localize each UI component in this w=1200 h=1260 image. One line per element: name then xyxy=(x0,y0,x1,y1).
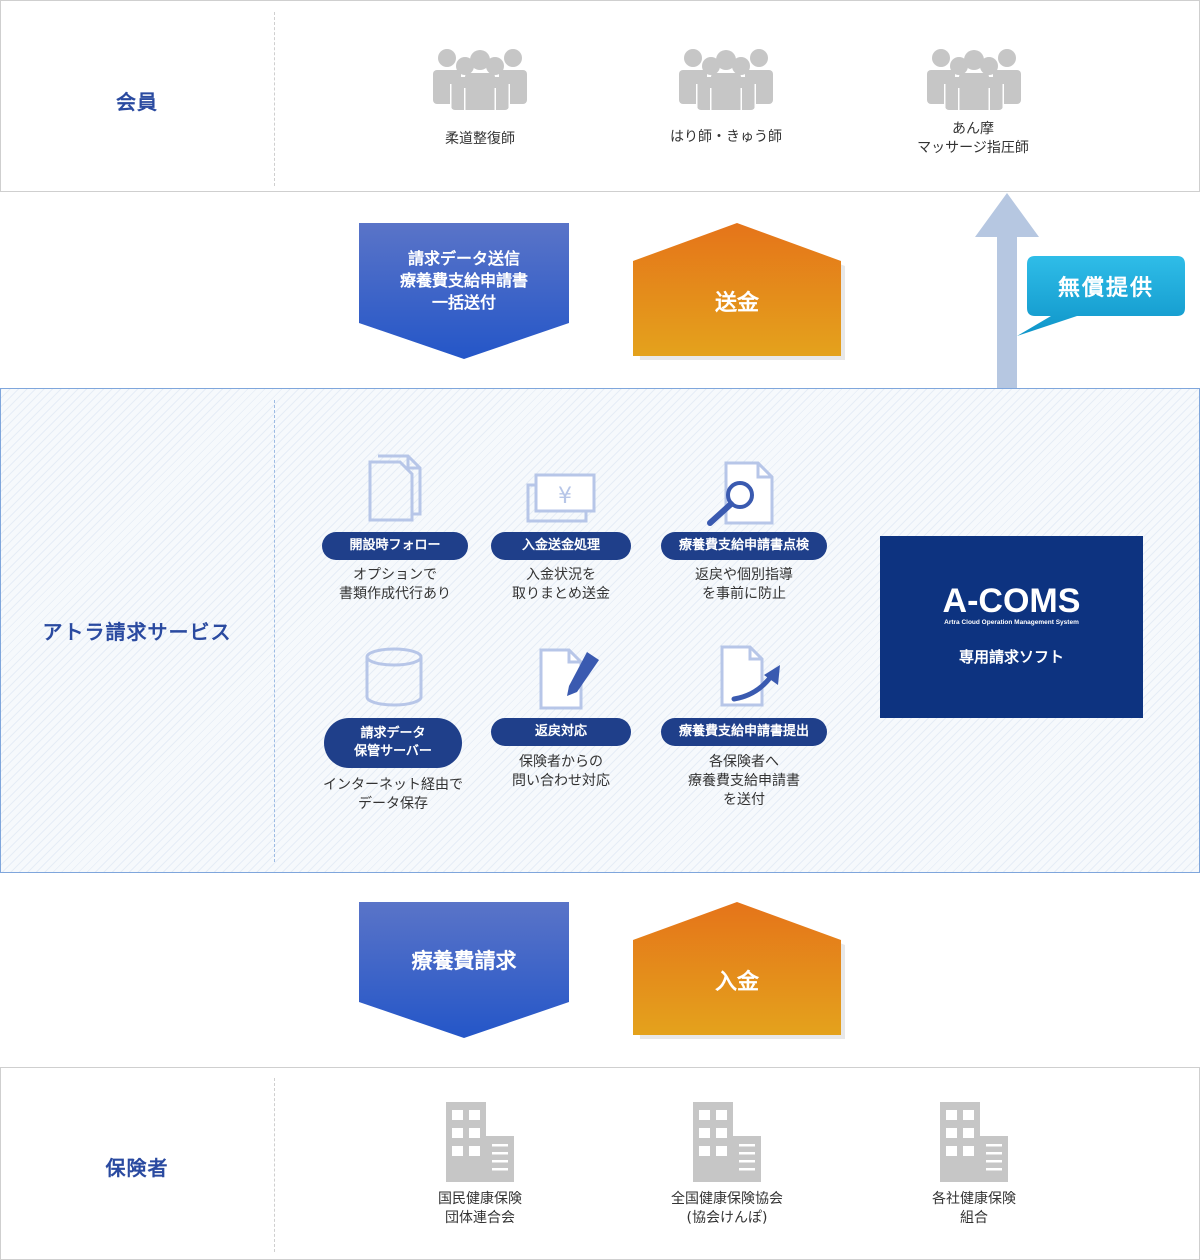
feature-desc-application-check: 返戻や個別指導 を事前に防止 xyxy=(695,567,793,602)
member-caption-judo: 柔道整復師 xyxy=(445,131,515,147)
building-icon xyxy=(940,1102,1008,1182)
document-stack-icon xyxy=(368,454,422,522)
member-caption-acupuncture: はり師・きゅう師 xyxy=(670,129,782,145)
insurer-caption-kyokai: 全国健康保険協会 (協会けんぽ) xyxy=(671,1191,783,1226)
insurers-label: 保険者 xyxy=(105,1156,169,1180)
service-label: アトラ請求サービス xyxy=(42,620,232,644)
document-pen-icon xyxy=(539,648,599,710)
acoms-logo-subtitle: Artra Cloud Operation Management System xyxy=(944,619,1079,626)
feature-desc-application-submit: 各保険者へ 療養費支給申請書 を送付 xyxy=(688,754,800,808)
building-icon xyxy=(446,1102,514,1182)
claim-arrow-label: 療養費請求 xyxy=(411,949,517,973)
people-group-icon xyxy=(431,46,529,110)
building-icon xyxy=(693,1102,761,1182)
send-data-down-arrow xyxy=(359,223,569,359)
people-group-icon xyxy=(925,46,1023,110)
members-label: 会員 xyxy=(116,90,158,114)
acoms-software-box: A-COMS Artra Cloud Operation Management … xyxy=(880,536,1143,718)
send-data-arrow-label: 請求データ送信 療養費支給申請書 一括送付 xyxy=(399,249,528,312)
provide-up-arrow xyxy=(975,193,1039,505)
claim-down-arrow xyxy=(359,902,569,1038)
feature-desc-data-server: インターネット経由で データ保存 xyxy=(323,777,463,812)
yen-bills-icon: ¥ xyxy=(526,473,596,523)
remittance-up-arrow xyxy=(633,223,845,360)
database-cylinder-icon xyxy=(365,647,423,707)
insurer-caption-national: 国民健康保険 団体連合会 xyxy=(438,1191,522,1226)
feature-pill-return-handling: 返戻対応 xyxy=(491,718,631,746)
document-send-icon xyxy=(720,645,780,707)
members-divider xyxy=(274,12,275,186)
member-caption-massage: あん摩 マッサージ指圧師 xyxy=(917,121,1029,156)
feature-desc-payment-processing: 入金状況を 取りまとめ送金 xyxy=(512,567,610,602)
feature-pill-payment-processing: 入金送金処理 xyxy=(491,532,631,560)
free-provision-label: 無償提供 xyxy=(1057,276,1154,301)
service-divider xyxy=(274,400,275,862)
insurers-divider xyxy=(274,1078,275,1252)
document-magnifier-icon xyxy=(707,461,774,526)
people-group-icon xyxy=(677,46,775,110)
remittance-arrow-label: 送金 xyxy=(714,291,759,316)
feature-desc-opening-follow: オプションで 書類作成代行あり xyxy=(339,567,451,602)
payment-arrow-label: 入金 xyxy=(714,970,759,995)
feature-pill-application-submit: 療養費支給申請書提出 xyxy=(661,718,827,746)
feature-pill-application-check: 療養費支給申請書点検 xyxy=(661,532,827,560)
feature-pill-opening-follow: 開設時フォロー xyxy=(322,532,468,560)
payment-up-arrow xyxy=(633,902,845,1039)
feature-desc-return-handling: 保険者からの 問い合わせ対応 xyxy=(512,754,610,789)
acoms-caption: 専用請求ソフト xyxy=(958,648,1064,666)
insurer-caption-company: 各社健康保険 組合 xyxy=(932,1191,1016,1226)
feature-pill-data-server: 請求データ 保管サーバー xyxy=(324,718,462,768)
free-provision-callout xyxy=(1017,256,1185,336)
acoms-logo: A-COMS xyxy=(942,582,1081,620)
svg-text:¥: ¥ xyxy=(558,484,572,509)
